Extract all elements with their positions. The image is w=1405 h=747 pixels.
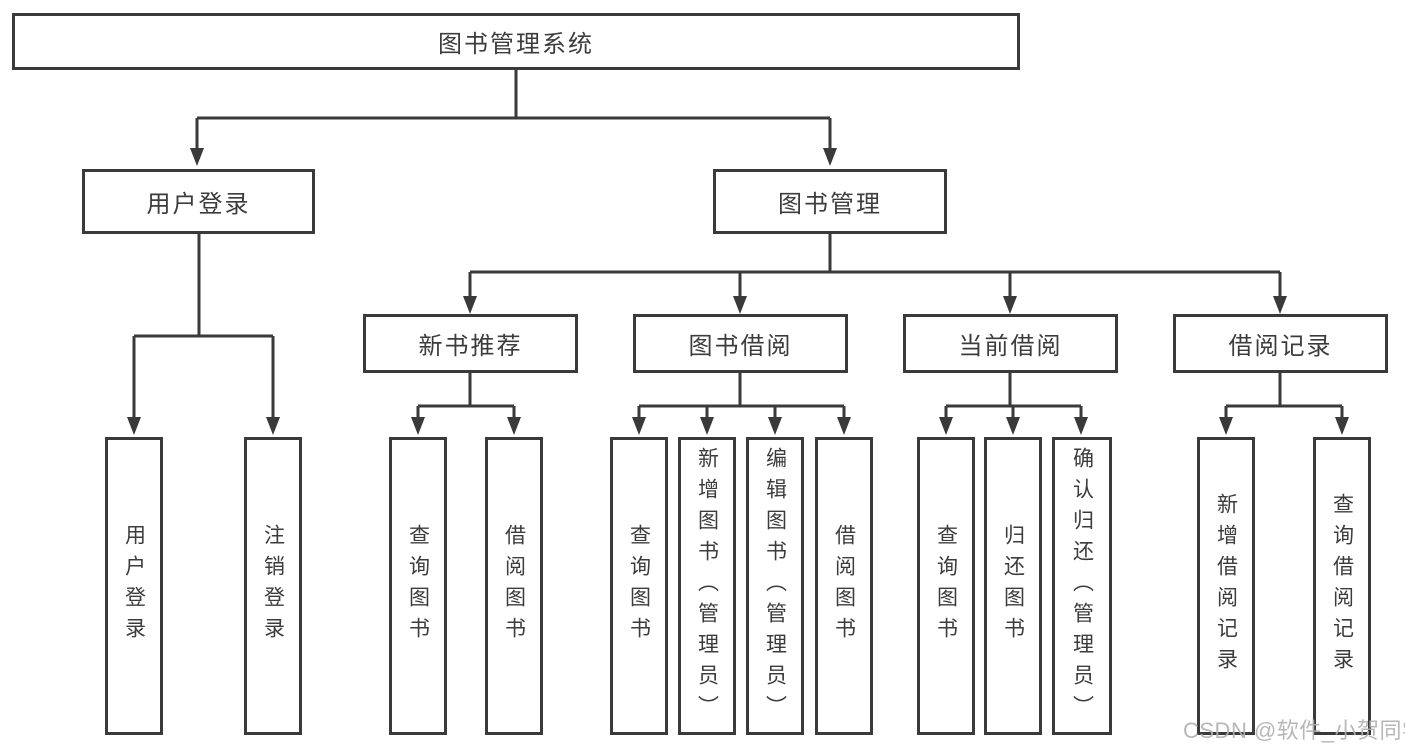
leaf-logout: 注销登录 xyxy=(244,437,302,735)
arrow-down-icon xyxy=(1074,417,1088,435)
connector-records-to-leaves xyxy=(1224,373,1344,419)
node-label: 新书推荐 xyxy=(418,333,523,360)
leaf-user-login: 用户登录 xyxy=(105,437,163,735)
node-label: 新增图书（管理员） xyxy=(695,446,719,726)
node-label: 查询图书 xyxy=(934,524,958,648)
node-label: 编辑图书（管理员） xyxy=(763,446,787,726)
node-label: 借阅图书 xyxy=(502,524,526,648)
arrow-down-icon xyxy=(733,296,747,314)
arrow-down-icon xyxy=(823,148,837,166)
leaf-current-query-books: 查询图书 xyxy=(917,437,975,735)
connector-recommend-to-leaves xyxy=(416,373,516,419)
leaf-borrow-add-books-admin: 新增图书（管理员） xyxy=(678,437,736,735)
leaf-borrow-borrow-books: 借阅图书 xyxy=(815,437,873,735)
leaf-borrow-edit-books-admin: 编辑图书（管理员） xyxy=(746,437,804,735)
leaf-records-add-record: 新增借阅记录 xyxy=(1197,437,1255,735)
arrow-down-icon xyxy=(190,148,204,166)
node-label: 查询图书 xyxy=(627,524,651,648)
arrow-down-icon xyxy=(127,417,141,435)
node-label: 查询图书 xyxy=(406,524,430,648)
node-borrowing-records: 借阅记录 xyxy=(1173,314,1388,373)
node-label: 注销登录 xyxy=(261,524,285,648)
node-label: 查询借阅记录 xyxy=(1330,493,1354,679)
leaf-borrow-query-books: 查询图书 xyxy=(610,437,668,735)
node-label: 归还图书 xyxy=(1001,524,1025,648)
node-book-borrowing: 图书借阅 xyxy=(633,314,848,373)
csdn-watermark: CSDN @软件_小贺同学 xyxy=(1183,718,1405,743)
arrow-down-icon xyxy=(700,417,714,435)
node-label: 借阅图书 xyxy=(832,524,856,648)
arrow-down-icon xyxy=(768,417,782,435)
node-book-management: 图书管理 xyxy=(713,169,947,234)
arrow-down-icon xyxy=(1006,417,1020,435)
arrow-down-icon xyxy=(463,296,477,314)
leaf-recommend-query-books: 查询图书 xyxy=(389,437,447,735)
arrow-down-icon xyxy=(1003,296,1017,314)
node-new-book-recommend: 新书推荐 xyxy=(363,314,578,373)
node-label: 借阅记录 xyxy=(1228,333,1333,360)
leaf-records-query-record: 查询借阅记录 xyxy=(1313,437,1371,735)
arrow-down-icon xyxy=(1335,417,1349,435)
arrow-down-icon xyxy=(507,417,521,435)
arrow-down-icon xyxy=(632,417,646,435)
node-label: 当前借阅 xyxy=(958,333,1063,360)
arrow-down-icon xyxy=(411,417,425,435)
node-label: 用户登录 xyxy=(146,191,251,218)
connector-root-to-level2 xyxy=(195,70,832,150)
arrow-down-icon xyxy=(837,417,851,435)
arrow-down-icon xyxy=(1273,296,1287,314)
arrow-down-icon xyxy=(266,417,280,435)
node-system-root: 图书管理系统 xyxy=(12,13,1020,70)
node-label: 图书管理 xyxy=(778,191,882,218)
node-label: 用户登录 xyxy=(122,524,146,648)
connector-mgmt-to-level3 xyxy=(468,234,1282,298)
arrow-down-icon xyxy=(1219,417,1233,435)
leaf-current-confirm-return-admin: 确认归还（管理员） xyxy=(1052,437,1112,735)
leaf-current-return-books: 归还图书 xyxy=(984,437,1042,735)
node-user-login: 用户登录 xyxy=(82,169,315,234)
node-label: 图书借阅 xyxy=(688,333,793,360)
connector-borrow-to-leaves xyxy=(637,373,846,419)
node-current-borrowing: 当前借阅 xyxy=(903,314,1118,373)
node-label: 新增借阅记录 xyxy=(1214,493,1238,679)
connector-login-to-leaves xyxy=(132,234,275,419)
connector-current-to-leaves xyxy=(944,373,1083,419)
node-label: 确认归还（管理员） xyxy=(1070,446,1094,726)
leaf-recommend-borrow-books: 借阅图书 xyxy=(485,437,543,735)
arrow-down-icon xyxy=(939,417,953,435)
node-label: 图书管理系统 xyxy=(438,31,594,58)
